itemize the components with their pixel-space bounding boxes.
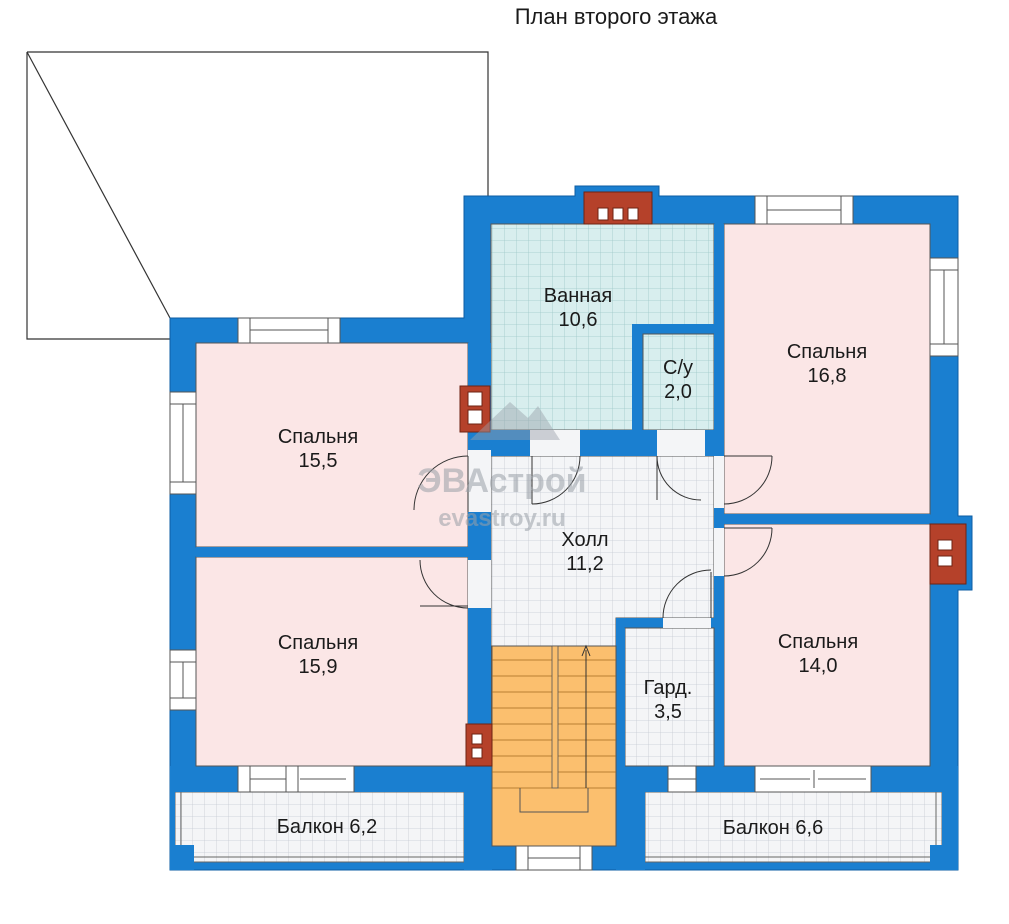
label-wardrobe-area: 3,5	[654, 701, 682, 723]
label-wc-name: С/у	[663, 357, 693, 379]
label-bedroom-se-area: 14,0	[799, 655, 838, 677]
watermark: ЭВАстрой evastroy.ru	[417, 402, 587, 532]
chimney-southwest	[465, 723, 493, 767]
room-bedroom-ne	[723, 223, 931, 515]
label-bath-area: 10,6	[559, 309, 598, 331]
label-balcony-west: Балкон 6,2	[277, 816, 377, 838]
room-wc	[642, 333, 715, 431]
label-bedroom-sw-name: Спальня	[278, 632, 358, 654]
plan-title: План второго этажа	[515, 4, 718, 29]
watermark-site: evastroy.ru	[438, 505, 566, 532]
label-bedroom-sw-area: 15,9	[299, 656, 338, 678]
label-bath-name: Ванная	[544, 285, 613, 307]
label-balcony-east: Балкон 6,6	[723, 817, 823, 839]
room-bedroom-nw	[195, 342, 469, 548]
label-wardrobe-name: Гард.	[644, 677, 693, 699]
windows	[169, 195, 959, 871]
label-bedroom-ne-name: Спальня	[787, 341, 867, 363]
label-hall-name: Холл	[561, 529, 608, 551]
staircase	[491, 644, 617, 847]
label-bedroom-nw-area: 15,5	[299, 450, 338, 472]
room-wardrobe	[624, 627, 715, 767]
roof-outline	[26, 51, 489, 340]
room-labels: Ванная 10,6 С/у 2,0 Спальня 16,8 Спальня…	[277, 285, 867, 839]
watermark-brand: ЭВАстрой	[417, 462, 586, 500]
doors	[413, 430, 773, 628]
label-bedroom-ne-area: 16,8	[808, 365, 847, 387]
chimney-west	[459, 385, 491, 433]
label-bedroom-nw-name: Спальня	[278, 426, 358, 448]
label-wc-area: 2,0	[664, 381, 692, 403]
label-bedroom-se-name: Спальня	[778, 631, 858, 653]
chimney-north	[583, 191, 653, 225]
room-bedroom-se	[723, 523, 931, 767]
watermark-logo-icon	[470, 402, 560, 440]
balcony-west	[174, 791, 465, 863]
label-hall-area: 11,2	[566, 553, 603, 575]
chimney-east	[929, 523, 967, 585]
